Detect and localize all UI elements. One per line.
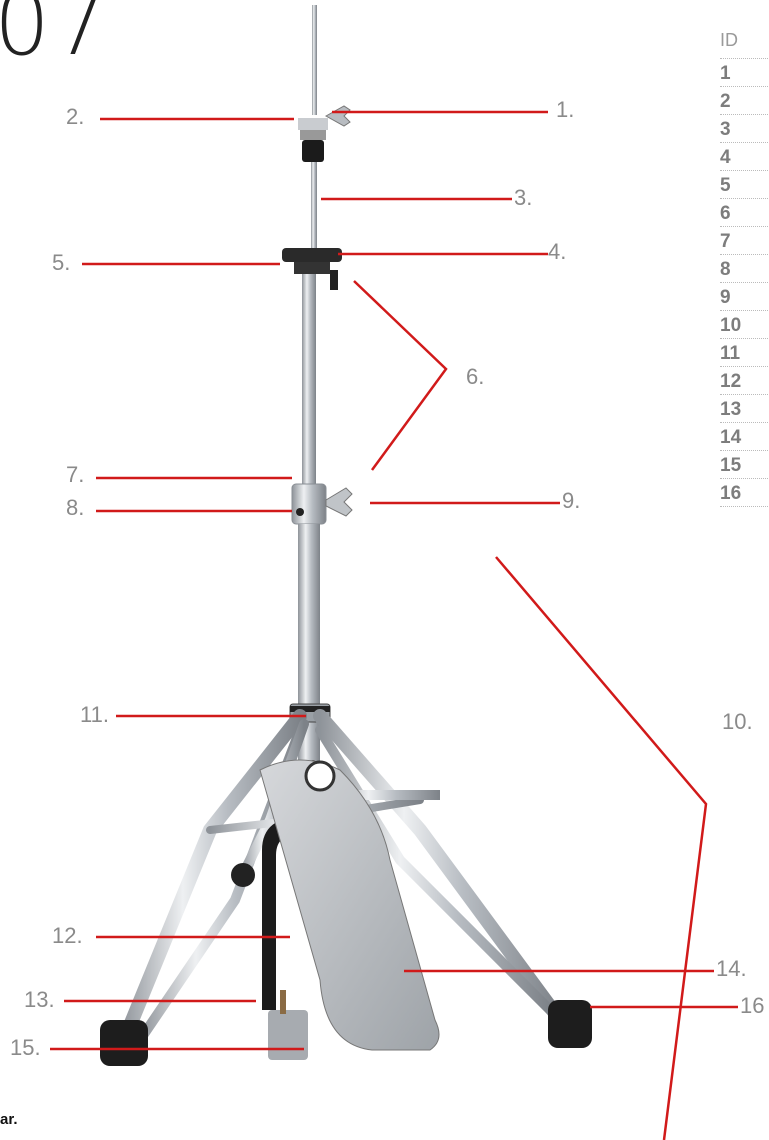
id-row: 2 xyxy=(720,87,769,115)
left-rubber-foot xyxy=(100,1020,148,1066)
cymbal-seat-base xyxy=(294,262,330,274)
wheel-left xyxy=(231,863,255,887)
id-row: 7 xyxy=(720,227,769,255)
callout-1: 1. xyxy=(556,97,575,122)
clutch-wing-nut xyxy=(324,105,351,127)
pedal-logo-badge xyxy=(304,760,336,792)
height-clamp xyxy=(291,483,327,525)
id-row: 14 xyxy=(720,423,769,451)
leader-6 xyxy=(353,280,448,471)
callout-7: 7. xyxy=(66,462,85,487)
callout-12: 12. xyxy=(52,923,83,948)
id-row: 5 xyxy=(720,171,769,199)
right-rubber-foot xyxy=(548,1000,592,1048)
leader-10 xyxy=(495,556,708,1140)
callout-9: 9. xyxy=(562,488,581,513)
callout-2: 2. xyxy=(66,104,85,129)
heel-plate xyxy=(268,1010,308,1060)
id-row: 3 xyxy=(720,115,769,143)
callout-6: 6. xyxy=(466,364,485,389)
upper-rod xyxy=(311,162,317,250)
id-row: 12 xyxy=(720,367,769,395)
pull-rod xyxy=(312,5,317,115)
callout-10: 10. xyxy=(722,709,753,734)
callout-5: 5. xyxy=(52,250,71,275)
adjust-screw xyxy=(280,990,286,1014)
tilt-screw xyxy=(330,270,338,290)
callout-3: 3. xyxy=(514,185,533,210)
clamp-screw xyxy=(296,508,304,516)
clutch-body xyxy=(300,130,326,140)
cymbal-seat-cup xyxy=(282,248,342,262)
id-column-header: ID xyxy=(720,30,769,59)
id-column: ID 1 2 3 4 5 6 7 8 9 10 11 12 13 14 15 1… xyxy=(720,30,769,507)
callout-14: 14. xyxy=(716,956,747,981)
id-row: 11 xyxy=(720,339,769,367)
id-row: 1 xyxy=(720,59,769,87)
id-row: 6 xyxy=(720,199,769,227)
memory-lock xyxy=(290,706,330,712)
id-row: 15 xyxy=(720,451,769,479)
callout-11: 11. xyxy=(80,702,109,727)
callout-16: 16 xyxy=(740,993,765,1018)
callout-15: 15. xyxy=(10,1035,41,1060)
callout-13: 13. xyxy=(24,987,55,1012)
id-row: 9 xyxy=(720,283,769,311)
id-row: 4 xyxy=(720,143,769,171)
leader-lines xyxy=(50,110,738,1140)
id-row: 13 xyxy=(720,395,769,423)
brand-fragment: ar. xyxy=(0,1111,18,1128)
callout-4: 4. xyxy=(548,239,567,264)
callout-8: 8. xyxy=(66,495,85,520)
page-number-title: 07 xyxy=(0,0,110,75)
height-wing-nut xyxy=(325,487,353,517)
id-row: 8 xyxy=(720,255,769,283)
id-row: 16 xyxy=(720,479,769,507)
id-row: 10 xyxy=(720,311,769,339)
upper-tube xyxy=(302,274,316,484)
clutch-felt xyxy=(302,140,324,162)
clutch-top-felt xyxy=(298,118,328,130)
leg-brace-bar xyxy=(330,790,440,800)
